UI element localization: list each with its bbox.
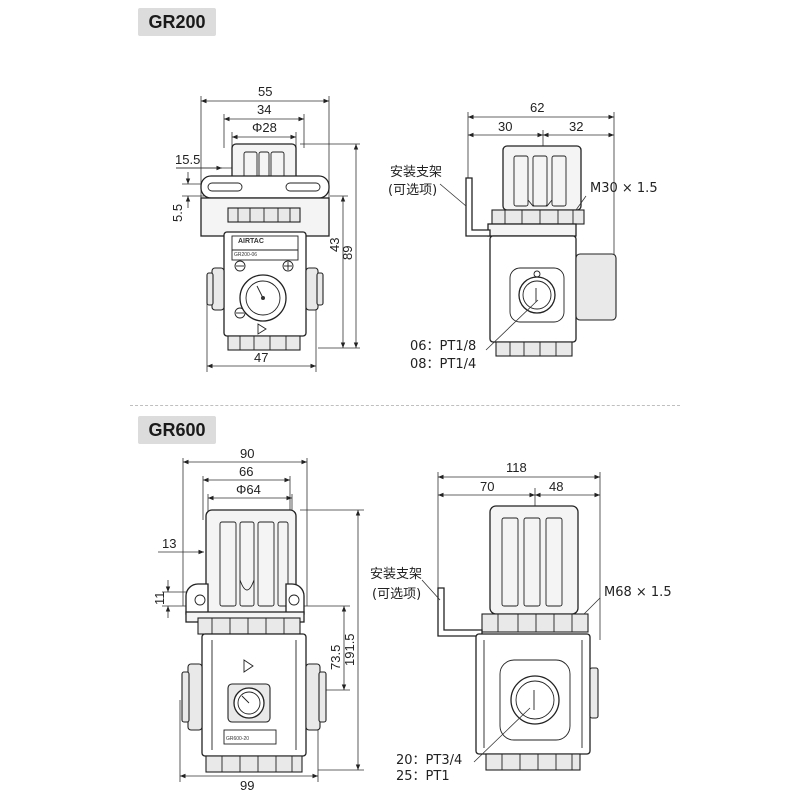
gr600-side-view: 118 70 48 安 <box>370 460 672 784</box>
dim-gr200-5-5: 5.5 <box>170 204 185 222</box>
gr200-thread-spec: M30 × 1.5 <box>590 181 658 196</box>
dim-gr200-62: 62 <box>530 100 544 115</box>
gr600-front-view: 90 66 Φ64 13 11 73.5 191.5 99 <box>152 446 364 793</box>
gr200-port-08: 08：PT1/4 <box>410 357 476 372</box>
dim-gr200-30: 30 <box>498 119 512 134</box>
dim-gr600-191-5: 191.5 <box>342 633 357 666</box>
gr600-thread-spec: M68 × 1.5 <box>604 585 672 600</box>
section-divider <box>130 405 680 406</box>
gr200-bracket-label: 安装支架 <box>390 165 442 180</box>
dim-gr200-15-5: 15.5 <box>175 152 200 167</box>
dim-gr600-phi64: Φ64 <box>236 482 261 497</box>
svg-text:GR600-20: GR600-20 <box>226 736 249 742</box>
dim-gr200-89: 89 <box>340 246 355 260</box>
dim-gr200-43: 43 <box>327 238 342 252</box>
dim-gr200-32: 32 <box>569 119 583 134</box>
gr200-bracket-optional: (可选项) <box>388 183 437 198</box>
dim-gr200-phi28: Φ28 <box>252 120 277 135</box>
dim-gr200-34: 34 <box>257 102 271 117</box>
gr600-bracket-optional: (可选项) <box>372 587 421 602</box>
gr600-bracket-label: 安装支架 <box>370 567 422 582</box>
dim-gr600-90: 90 <box>240 446 254 461</box>
dim-gr600-70: 70 <box>480 479 494 494</box>
gr200-port-06: 06：PT1/8 <box>410 339 476 354</box>
gr600-port-20: 20：PT3/4 <box>396 753 462 768</box>
dim-gr600-13: 13 <box>162 536 176 551</box>
gr600-port-25: 25：PT1 <box>396 769 450 784</box>
dim-gr200-47: 47 <box>254 350 268 365</box>
svg-text:GR200-06: GR200-06 <box>234 252 257 258</box>
dim-gr200-55: 55 <box>258 84 272 99</box>
section-tag-gr200: GR200 <box>138 8 216 36</box>
dim-gr600-11: 11 <box>152 592 167 606</box>
dim-gr600-118: 118 <box>506 460 527 475</box>
dim-gr600-99: 99 <box>240 778 254 793</box>
dim-gr600-66: 66 <box>239 464 253 479</box>
gr200-side-view: 62 30 32 <box>388 100 658 372</box>
svg-text:AIRTAC: AIRTAC <box>238 238 264 245</box>
gr200-front-view: 55 34 Φ28 15.5 5.5 43 89 47 <box>170 84 360 372</box>
dim-gr600-48: 48 <box>549 479 563 494</box>
section-tag-gr600: GR600 <box>138 416 216 444</box>
dim-gr600-73-5: 73.5 <box>328 645 343 670</box>
